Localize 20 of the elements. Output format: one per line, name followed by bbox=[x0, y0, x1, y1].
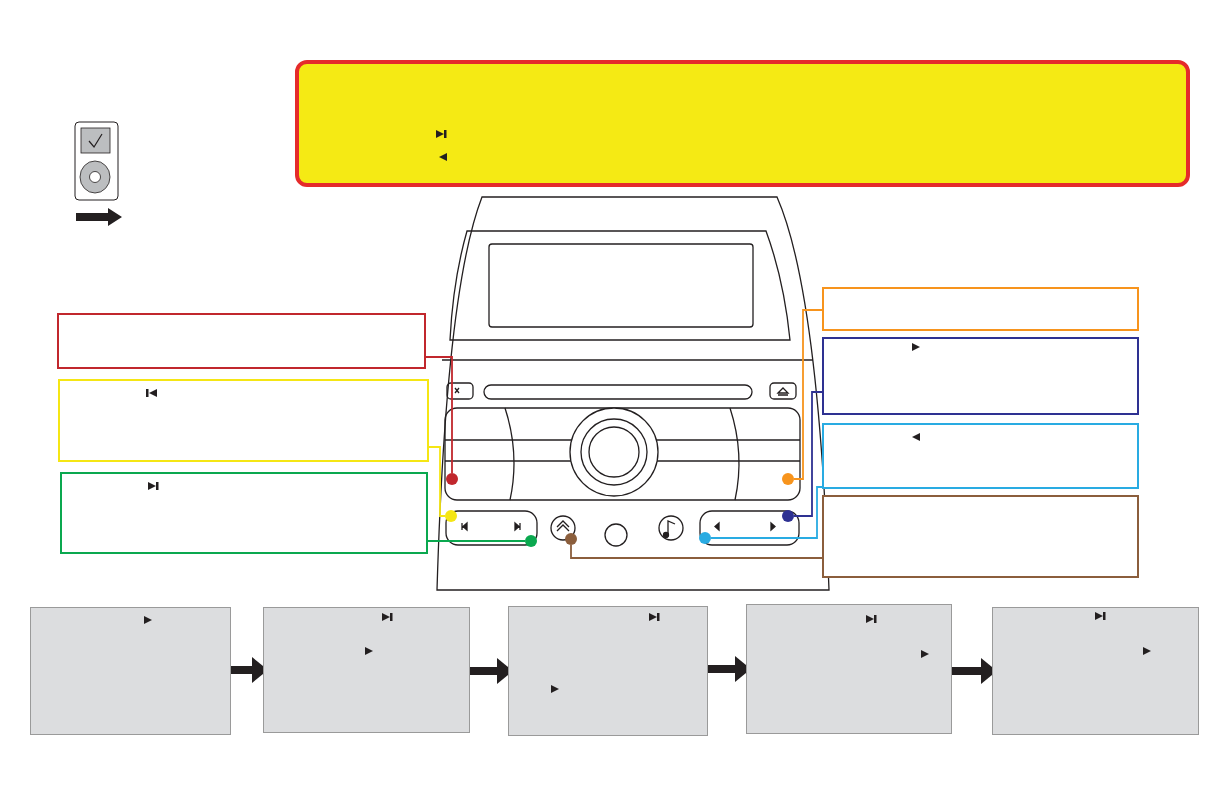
callout-box bbox=[822, 495, 1139, 578]
leader-line bbox=[793, 391, 823, 517]
callout-box bbox=[60, 472, 428, 554]
callout-box bbox=[57, 313, 426, 369]
leader-line bbox=[425, 356, 453, 474]
callout-box bbox=[58, 379, 429, 462]
display-screen-box bbox=[508, 606, 708, 736]
warning-box bbox=[295, 60, 1190, 187]
display-screen-box bbox=[263, 607, 470, 733]
callout-box bbox=[822, 337, 1139, 415]
leader-line bbox=[793, 309, 823, 480]
leader-line bbox=[427, 540, 526, 542]
callout-box bbox=[822, 423, 1139, 489]
leader-line bbox=[428, 446, 446, 517]
display-screen-box bbox=[30, 607, 231, 735]
display-screen-box bbox=[992, 607, 1199, 735]
callout-box bbox=[822, 287, 1139, 331]
leader-line bbox=[710, 486, 823, 539]
leader-line bbox=[570, 544, 823, 559]
display-screen-box bbox=[746, 604, 952, 734]
